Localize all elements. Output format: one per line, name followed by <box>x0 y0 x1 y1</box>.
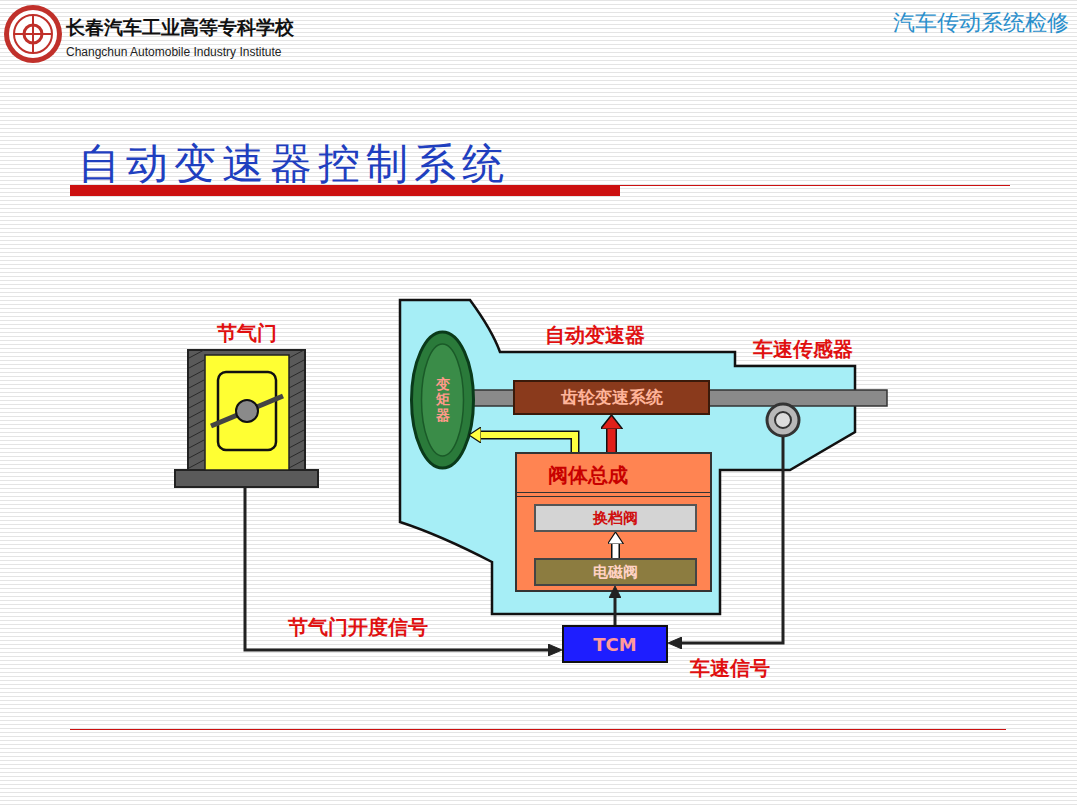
node-text: 阀体总成 <box>548 462 628 489</box>
connector-arrow <box>615 544 616 558</box>
school-name-english: Changchun Automobile Industry Institute <box>66 45 281 59</box>
connector-arrow <box>611 429 612 452</box>
connector-arrow <box>245 487 548 650</box>
node-text: 换档阀 <box>593 509 638 528</box>
node-text: 齿轮变速系统 <box>561 386 663 409</box>
node-text: 车速传感器 <box>753 336 853 363</box>
course-name: 汽车传动系统检修 <box>893 8 1069 38</box>
gear-system-box: 齿轮变速系统 <box>513 380 710 415</box>
signal-label: 车速信号 <box>690 655 770 682</box>
shift-valve-box: 换档阀 <box>534 504 697 532</box>
node-text: 电磁阀 <box>593 563 638 582</box>
torque-converter: 变矩器 <box>410 330 475 470</box>
node-text: 变矩器 <box>436 377 450 423</box>
school-name: 长春汽车工业高等专科学校 <box>66 15 294 41</box>
node-text: TCM <box>593 634 636 655</box>
speed-sensor: 车速传感器 <box>733 338 873 437</box>
connector-arrow <box>682 437 783 643</box>
signal-label: 节气门开度信号 <box>288 614 428 641</box>
valve-body-box: 阀体总成换档阀电磁阀 <box>515 452 712 592</box>
footer-rule <box>70 729 1006 730</box>
node-text: 节气门 <box>217 320 277 347</box>
school-logo <box>4 5 62 63</box>
slide-title: 自动变速器控制系统 <box>78 136 510 192</box>
transmission-housing: 自动变速器变矩器 齿轮变速系统阀体总成换档阀电磁阀 车速传感器 <box>400 300 855 614</box>
solenoid-valve-box: 电磁阀 <box>534 558 697 586</box>
title-rule <box>620 185 1010 186</box>
throttle-body: 节气门 <box>175 322 318 487</box>
node-text: 自动变速器 <box>545 322 645 349</box>
throttle-plate <box>211 396 283 426</box>
throttle-outline <box>175 322 318 487</box>
tcm-box: TCM <box>562 625 668 663</box>
valve-body-divider <box>517 492 710 497</box>
connector-arrow <box>615 598 616 625</box>
connector-arrow <box>481 435 575 452</box>
